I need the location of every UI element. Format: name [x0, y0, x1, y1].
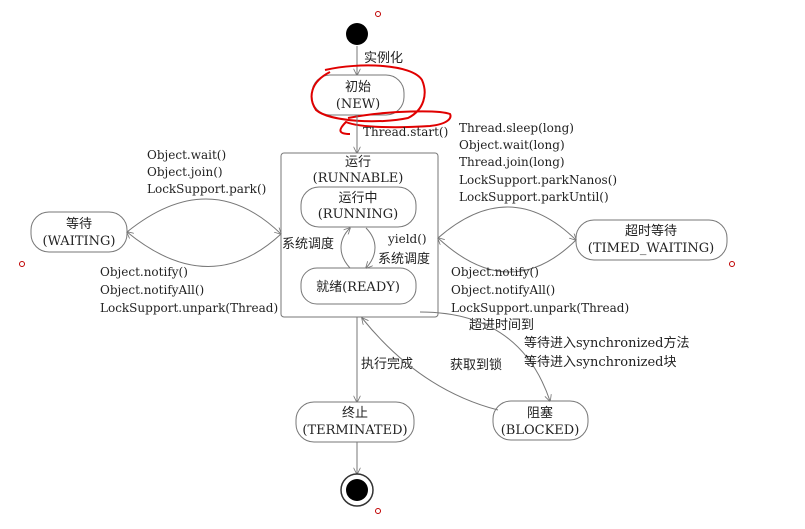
label-from-waiting-2: Object.notifyAll() [100, 283, 204, 297]
state-ready [300, 267, 417, 305]
state-running-title: 运行中 [338, 191, 377, 206]
edge-scheduler [340, 228, 350, 269]
edge-from-waiting [127, 232, 282, 267]
label-from-timed-3: LockSupport.unpark(Thread) [451, 301, 629, 315]
label-to-blocked-1: 等待进入synchronized方法 [524, 335, 689, 351]
state-timed-waiting-title: 超时等待 [625, 223, 677, 239]
state-runnable-subtitle: (RUNNABLE) [313, 171, 404, 186]
state-timed-waiting-subtitle: (TIMED_WAITING) [588, 241, 714, 256]
label-from-waiting-1: Object.notify() [100, 265, 188, 279]
label-to-waiting-3: LockSupport.park() [147, 182, 266, 196]
label-to-timed-5: LockSupport.parkUntil() [459, 190, 609, 204]
label-instantiate: 实例化 [364, 51, 403, 66]
selection-handle [729, 261, 735, 267]
label-to-waiting-1: Object.wait() [147, 148, 226, 162]
state-blocked-title: 阻塞 [527, 405, 553, 421]
selection-handle [19, 261, 25, 267]
initial-node [346, 23, 368, 45]
edge-to-blocked [419, 311, 550, 401]
state-blocked-subtitle: (BLOCKED) [501, 423, 580, 438]
state-new-subtitle: (NEW) [336, 97, 380, 112]
label-scheduler-left: 系统调度 [282, 236, 334, 252]
state-runnable-title: 运行 [345, 155, 371, 170]
state-waiting-subtitle: (WAITING) [43, 234, 116, 249]
state-ready-label: 就绪(READY) [316, 280, 400, 295]
state-terminated [295, 401, 415, 443]
red-highlight-mark [339, 110, 452, 135]
selection-handle [375, 11, 381, 17]
label-to-timed-4: LockSupport.parkNanos() [459, 173, 617, 187]
final-node-dot [346, 479, 368, 501]
label-to-timed-2: Object.wait(long) [459, 138, 565, 152]
state-running-subtitle: (RUNNING) [318, 207, 399, 222]
edge-from-timed-waiting [438, 238, 577, 273]
label-start: Thread.start() [363, 125, 448, 139]
edge-to-timed-waiting [437, 206, 576, 240]
label-acquire-lock: 获取到锁 [450, 357, 502, 373]
selection-handle [375, 508, 381, 514]
edge-yield [366, 227, 376, 268]
state-blocked [492, 400, 589, 441]
label-to-blocked-2: 等待进入synchronized块 [524, 354, 676, 370]
red-highlight-circle [310, 64, 426, 123]
state-waiting-title: 等待 [66, 216, 92, 232]
edge-acquire-lock [362, 318, 499, 411]
label-scheduler-right: 系统调度 [378, 251, 430, 267]
label-from-timed-1: Object.notify() [451, 265, 539, 279]
label-to-waiting-2: Object.join() [147, 165, 223, 179]
edge-to-waiting [126, 198, 281, 234]
label-execution-done: 执行完成 [361, 357, 413, 372]
label-from-waiting-3: LockSupport.unpark(Thread) [100, 301, 278, 315]
state-new-title: 初始 [345, 80, 371, 95]
label-timeout: 超进时间到 [469, 318, 534, 333]
label-from-timed-2: Object.notifyAll() [451, 283, 555, 297]
state-terminated-title: 终止 [342, 405, 368, 421]
label-yield: yield() [387, 232, 427, 246]
label-to-timed-1: Thread.sleep(long) [459, 121, 574, 135]
state-running [300, 186, 417, 228]
state-terminated-subtitle: (TERMINATED) [302, 423, 407, 438]
label-to-timed-3: Thread.join(long) [459, 155, 565, 169]
